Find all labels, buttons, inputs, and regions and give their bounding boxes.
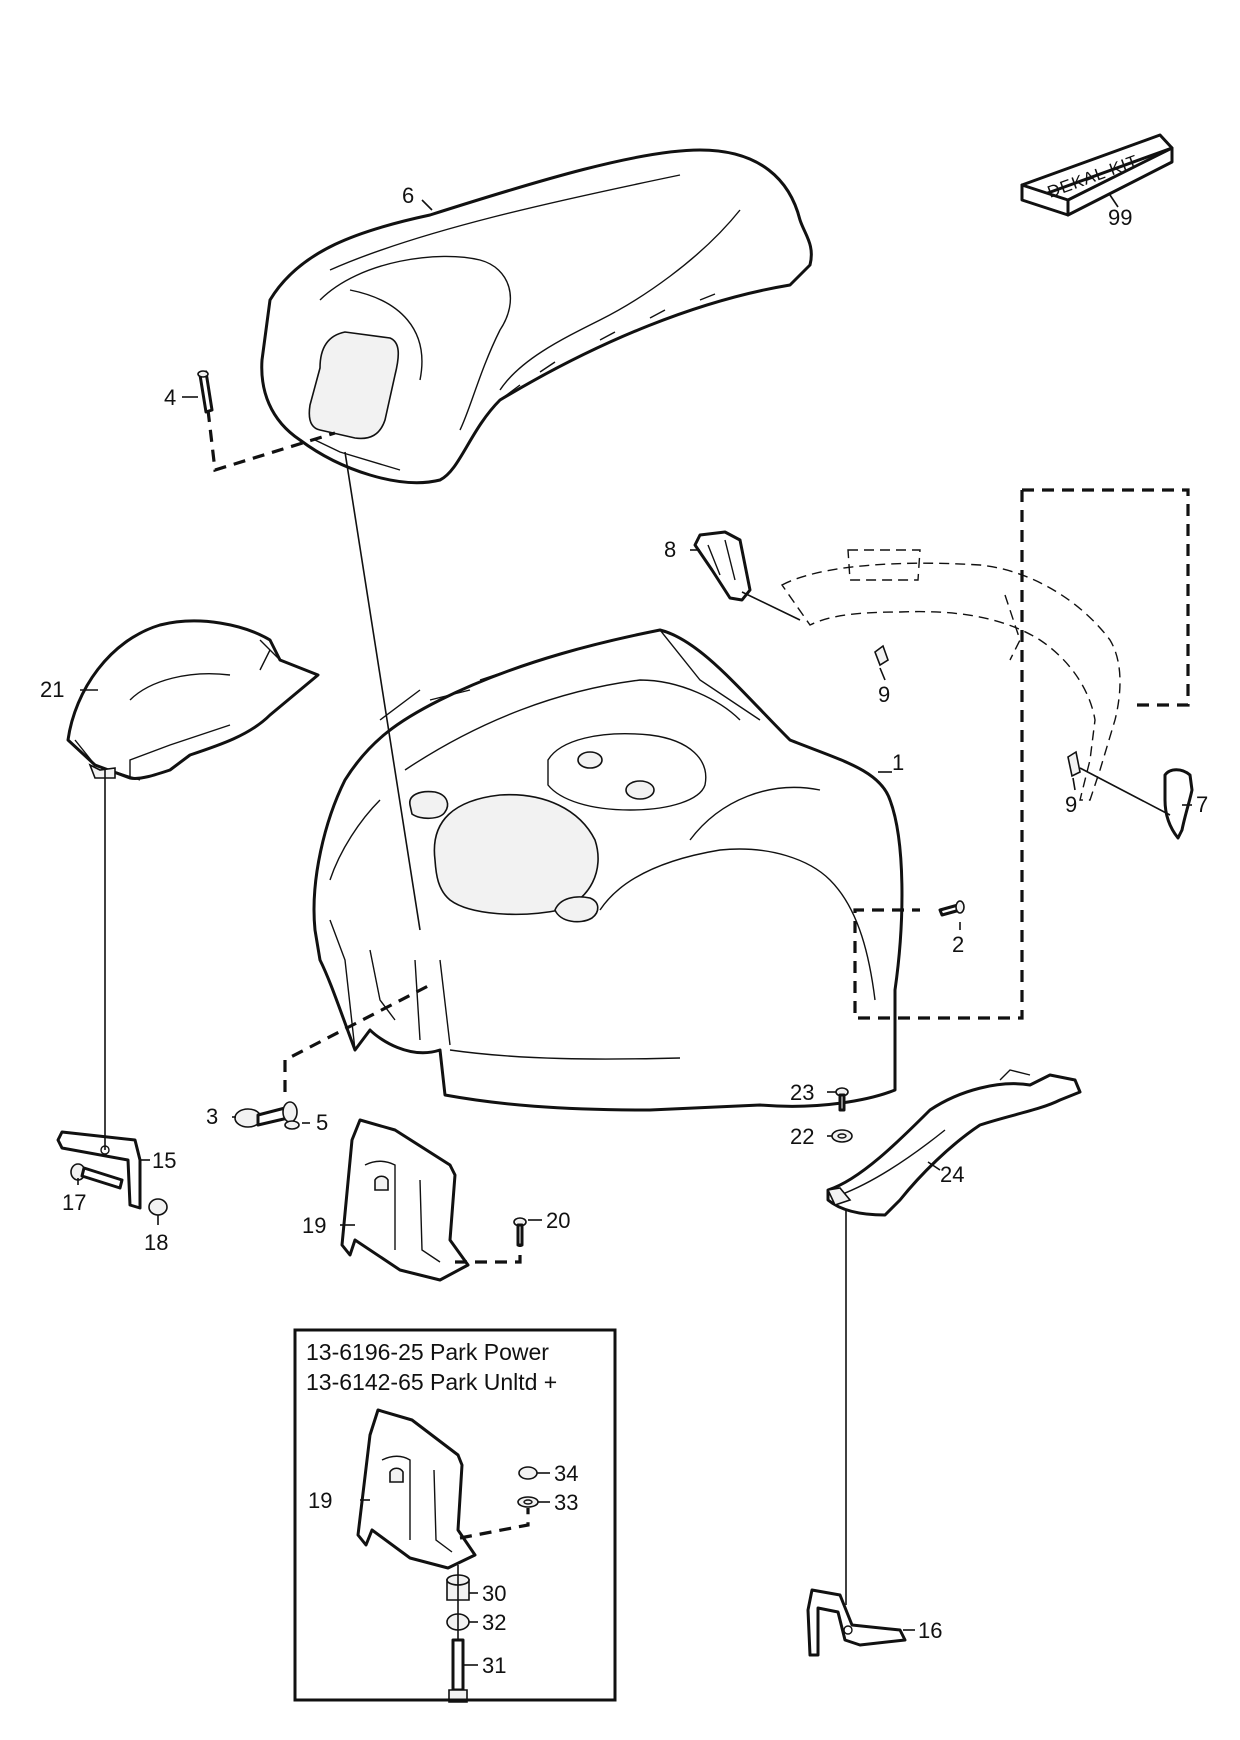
part-16-bracket (806, 1588, 907, 1657)
callout-9-upper: 9 (878, 682, 890, 707)
inset-model-line-2: 13-6142-65 Park Unltd + (306, 1369, 557, 1395)
part-9-clip-lower (1067, 750, 1081, 778)
callout-8: 8 (664, 537, 676, 562)
callout-19-main: 19 (302, 1213, 326, 1238)
part-rear-bumper-dashed (780, 549, 1121, 801)
part-23-screw (835, 1087, 849, 1112)
callout-23: 23 (790, 1080, 814, 1105)
part-22-washer (831, 1129, 853, 1143)
part-18-nut (148, 1198, 168, 1216)
callout-32: 32 (482, 1610, 506, 1635)
assembly-line-inset (459, 1508, 530, 1540)
callout-16: 16 (918, 1618, 942, 1643)
callout-22: 22 (790, 1124, 814, 1149)
callout-24: 24 (940, 1162, 964, 1187)
callout-7: 7 (1196, 792, 1208, 817)
callout-17: 17 (62, 1190, 86, 1215)
part-31-bolt (448, 1638, 468, 1703)
part-4-pin (197, 370, 214, 414)
callout-21: 21 (40, 677, 64, 702)
assembly-line-2 (853, 490, 1024, 1020)
callout-1: 1 (892, 750, 904, 775)
part-34-nut (518, 1466, 538, 1480)
part-99-decal-kit: DEKAL KIT (1020, 133, 1174, 217)
assembly-line-8 (741, 591, 801, 621)
assembly-line-7 (1079, 767, 1171, 816)
callout-33: 33 (554, 1490, 578, 1515)
assembly-line-7-9 (1022, 488, 1190, 707)
callout-18: 18 (144, 1230, 168, 1255)
assembly-line-20 (455, 1245, 522, 1264)
part-6-hood (260, 148, 813, 485)
part-7-corner-bracket (1163, 768, 1194, 840)
assembly-line-4 (206, 409, 336, 473)
part-20-screw (513, 1217, 527, 1247)
part-2-screw (938, 900, 965, 917)
callout-4: 4 (164, 385, 176, 410)
callout-6: 6 (402, 183, 414, 208)
callout-9-lower: 9 (1065, 792, 1077, 817)
callout-30: 30 (482, 1581, 506, 1606)
callout-15: 15 (152, 1148, 176, 1173)
callout-20: 20 (546, 1208, 570, 1233)
callout-3: 3 (206, 1104, 218, 1129)
part-21-side-cover (66, 619, 320, 781)
callout-34: 34 (554, 1461, 578, 1486)
inset-frame (293, 1328, 617, 1702)
callout-19-inset: 19 (308, 1488, 332, 1513)
assembly-line-3 (283, 983, 431, 1092)
part-5-washer (284, 1120, 300, 1130)
assembly-line-6-1 (344, 451, 421, 931)
part-1-body-shell (312, 628, 904, 1112)
part-24-fender (826, 1069, 1082, 1217)
part-33-washer (517, 1496, 539, 1508)
part-9-clip-upper (874, 644, 889, 667)
part-19-bracket-main (340, 1118, 470, 1282)
part-3-latch-pin (234, 1101, 298, 1128)
part-19-bracket-inset (356, 1408, 477, 1570)
callout-31: 31 (482, 1653, 506, 1678)
inset-model-line-1: 13-6196-25 Park Power (306, 1339, 549, 1365)
callout-5: 5 (316, 1110, 328, 1135)
part-8-corner-bracket (693, 530, 752, 602)
callout-2: 2 (952, 932, 964, 957)
callout-99: 99 (1108, 205, 1132, 230)
